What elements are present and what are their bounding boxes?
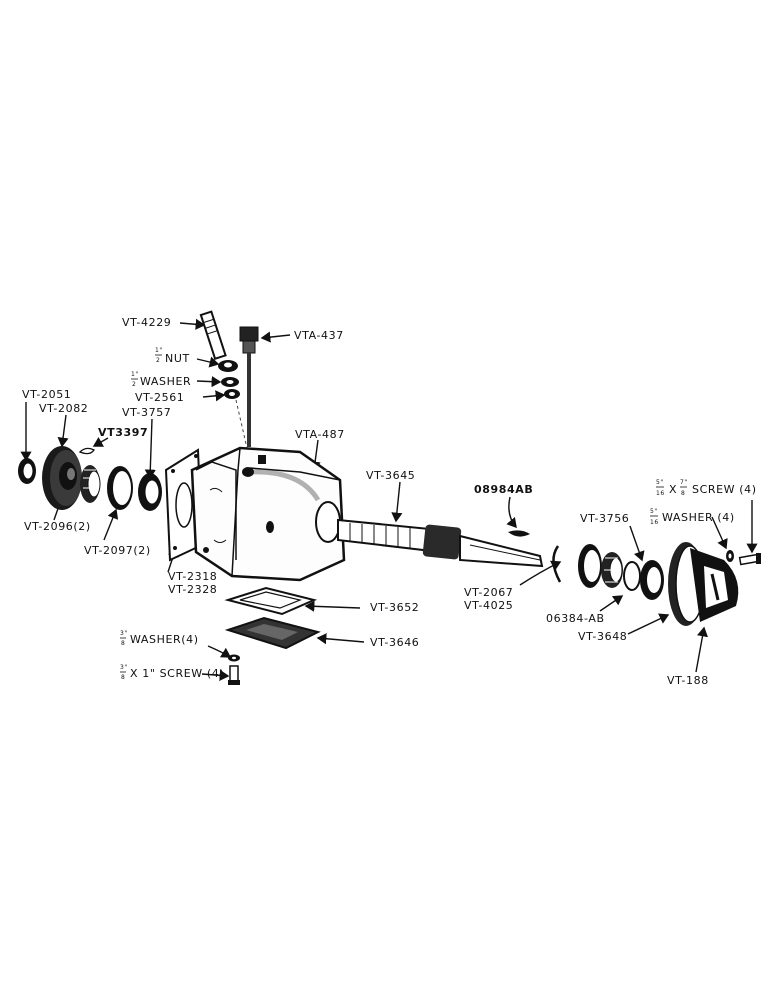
shim-ring-part (623, 561, 641, 591)
label-vt-2097: VT-2097(2) (84, 544, 151, 557)
label-vt-4229: VT-4229 (122, 316, 171, 329)
label-vt-3757: VT-3757 (122, 406, 171, 419)
label-vt-2328: VT-2328 (168, 583, 217, 596)
screw-3-8-part (228, 665, 240, 685)
oil-seal-part (138, 473, 162, 511)
nut-part (218, 360, 238, 372)
washer-fraction-5-16: 5" (650, 508, 658, 515)
label-vt-3756: VT-3756 (580, 512, 629, 525)
svg-text:8: 8 (121, 640, 125, 647)
svg-text:8: 8 (681, 490, 685, 497)
label-washer-5-16: WASHER (4) (662, 511, 735, 524)
label-vt-2096: VT-2096(2) (24, 520, 91, 533)
screw-fraction-7-8: 7" (680, 479, 688, 486)
part-labels: VT-4229 VTA-437 1" 2 NUT 1" 2 WASHER VT-… (22, 316, 757, 687)
label-screw-5-16-x-7-8: SCREW (4) (692, 483, 757, 496)
label-vt-3646: VT-3646 (370, 636, 419, 649)
snap-ring-part (552, 545, 562, 583)
washer-vt2561-part (224, 389, 240, 399)
nut-fraction-1-2: 1" (155, 347, 163, 354)
lock-nut-part (18, 458, 36, 484)
label-half-inch-washer: WASHER (140, 375, 191, 388)
label-vta-437: VTA-437 (294, 329, 344, 342)
label-vt-4025: VT-4025 (464, 599, 513, 612)
bearing-race-part (578, 544, 602, 588)
washer-3-8-part (228, 654, 240, 662)
svg-text:16: 16 (650, 519, 659, 526)
tapered-bearing-part (601, 552, 623, 588)
label-vt-3652: VT-3652 (370, 601, 419, 614)
stud-bolt-part (199, 310, 227, 361)
label-vt-3648: VT-3648 (578, 630, 627, 643)
gear-housing-part (190, 446, 346, 582)
flange-gear-part (42, 446, 82, 510)
label-vt-2318: VT-2318 (168, 570, 217, 583)
cover-screw-part (738, 553, 761, 566)
washer-half-inch-part (221, 377, 239, 387)
label-vt-2561: VT-2561 (135, 391, 184, 404)
label-vt-2082: VT-2082 (39, 402, 88, 415)
label-screw-3-8-x-1: X 1" SCREW (4) (130, 667, 224, 680)
cover-gasket-part (224, 586, 318, 616)
woodruff-key-part (78, 447, 95, 455)
screw-fraction-5-16: 5" (656, 479, 664, 486)
svg-text:2: 2 (156, 357, 160, 364)
washer-fraction-1-2: 1" (131, 371, 139, 378)
label-vt-2051: VT-2051 (22, 388, 71, 401)
shaft-key-part (508, 530, 530, 537)
label-06384-ab: 06384-AB (546, 612, 605, 625)
label-vt-3645: VT-3645 (366, 469, 415, 482)
vent-fitting-part (239, 326, 259, 447)
bearing-cup-part (107, 466, 133, 510)
end-cover-part (668, 542, 739, 626)
screw-fraction-3-8: 3" (120, 664, 128, 671)
cover-washer-part (726, 550, 734, 562)
worm-shaft-part (337, 518, 544, 568)
cover-plate-part (224, 616, 321, 650)
label-vt-2067: VT-2067 (464, 586, 513, 599)
svg-text:16: 16 (656, 490, 665, 497)
label-vt3397: VT3397 (98, 426, 148, 439)
bearing-cup-right-part (640, 560, 664, 600)
washer-fraction-3-8: 3" (120, 630, 128, 637)
svg-text:X: X (669, 483, 677, 496)
svg-text:2: 2 (132, 381, 136, 388)
label-half-inch-nut: NUT (165, 352, 190, 365)
label-washer-3-8: WASHER(4) (130, 633, 199, 646)
label-vta-487: VTA-487 (295, 428, 345, 441)
bearing-cone-part (80, 465, 101, 503)
label-vt-188: VT-188 (667, 674, 709, 687)
svg-text:8: 8 (121, 674, 125, 681)
label-08984ab: 08984AB (474, 483, 533, 496)
